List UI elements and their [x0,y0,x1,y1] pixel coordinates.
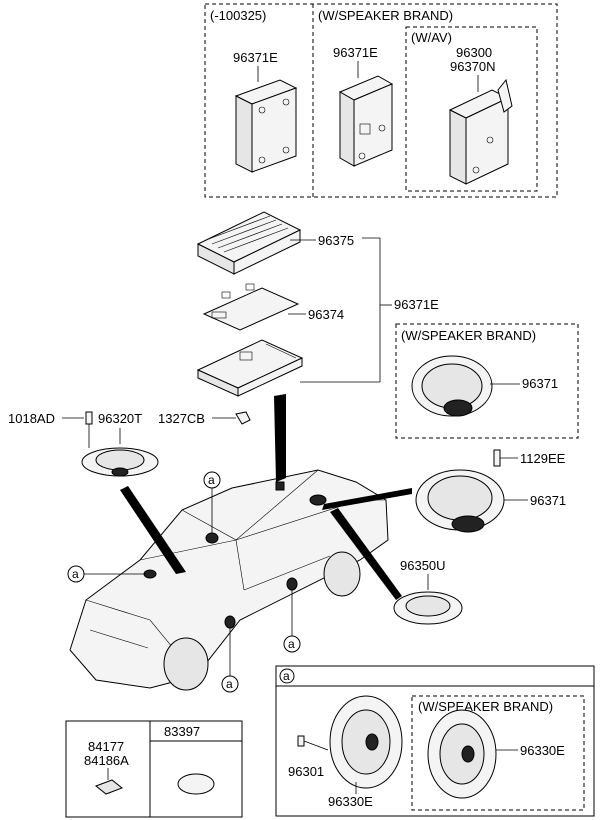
callout-a-1: a [203,471,221,534]
wav-subbox [405,26,538,192]
pad-84177 [95,779,123,795]
part-label-96375: 96375 [318,233,354,248]
part-label-96371e-3: 96371E [394,297,439,312]
option-box-outer [204,3,558,198]
amplifier-unit-2 [338,75,394,167]
legend-box: 83397 84177 84186A [65,720,243,818]
part-label-96330e: 96330E [328,794,373,809]
pointer-wedge-2 [274,394,286,482]
group-label-100325: (-100325) [210,8,266,23]
amplifier-exploded: 96375 96374 96371E [196,211,439,397]
svg-text:a: a [208,473,215,487]
woofer-speaker-1 [411,355,493,417]
group-label-wav: (W/AV) [411,30,452,45]
detail-a-label: a [283,669,290,683]
part-label-96320t: 96320T [98,411,142,426]
part-label-84177: 84177 [88,739,124,754]
pad-83397 [177,773,215,795]
screw-1129ee: 1129EE [493,449,566,467]
part-label-1018ad: 1018AD [8,411,55,426]
group-label-speaker-brand: (W/SPEAKER BRAND) [318,8,453,23]
pointer-wedge-1 [120,486,186,574]
amp-case [196,339,304,397]
pointer-wedge-4 [330,508,402,600]
amplifier-unit-1 [234,79,298,173]
part-label-1129ee: 1129EE [520,451,566,466]
woofer-speaker-2 [415,469,505,533]
speaker-96330e-2 [427,709,497,799]
part-label-96371e: 96371E [233,50,278,65]
option-box-top: (-100325) (W/SPEAKER BRAND) (W/AV) 96371… [204,3,558,198]
part-label-96371: 96371 [522,376,558,391]
part-label-96300: 96300 [456,45,492,60]
svg-text:a: a [288,637,295,651]
callout-a-3: a [283,590,301,653]
part-label-96350u: 96350U [400,558,446,573]
part-label-96370n: 96370N [450,59,496,74]
heatsink-96375 [196,211,302,275]
screw-96301 [297,735,329,751]
group-label-speaker-brand-3: (W/SPEAKER BRAND) [418,699,553,714]
option-box-woofer: (W/SPEAKER BRAND) 96371 [395,323,579,439]
part-label-96330e-2: 96330E [520,743,565,758]
callout-a-2: a [67,565,146,583]
av-head-unit [448,78,513,185]
car-illustration [69,469,389,691]
nut-1327cb: 1327CB [158,411,251,426]
detail-a-box: a (W/SPEAKER BRAND) 96301 96330E 96330E [275,665,595,817]
speaker-96330e-1 [329,695,403,789]
part-label-83397: 83397 [164,724,200,739]
group-label-speaker-brand-2: (W/SPEAKER BRAND) [401,328,536,343]
part-label-1327cb: 1327CB [158,411,205,426]
svg-text:a: a [72,567,79,581]
part-label-96371e-2: 96371E [333,45,378,60]
pointer-wedge-3 [322,488,412,510]
callout-a-4: a [221,628,239,693]
part-label-96374: 96374 [308,307,344,322]
pcb-96374 [202,283,300,331]
woofer-option-box [395,323,579,439]
tweeter-96320t: 1018AD 96320T [8,411,159,477]
speaker-96350u: 96350U [393,558,463,625]
svg-text:a: a [226,677,233,691]
part-label-96371-2: 96371 [530,493,566,508]
part-label-84186a: 84186A [84,753,129,768]
part-label-96301: 96301 [288,764,324,779]
